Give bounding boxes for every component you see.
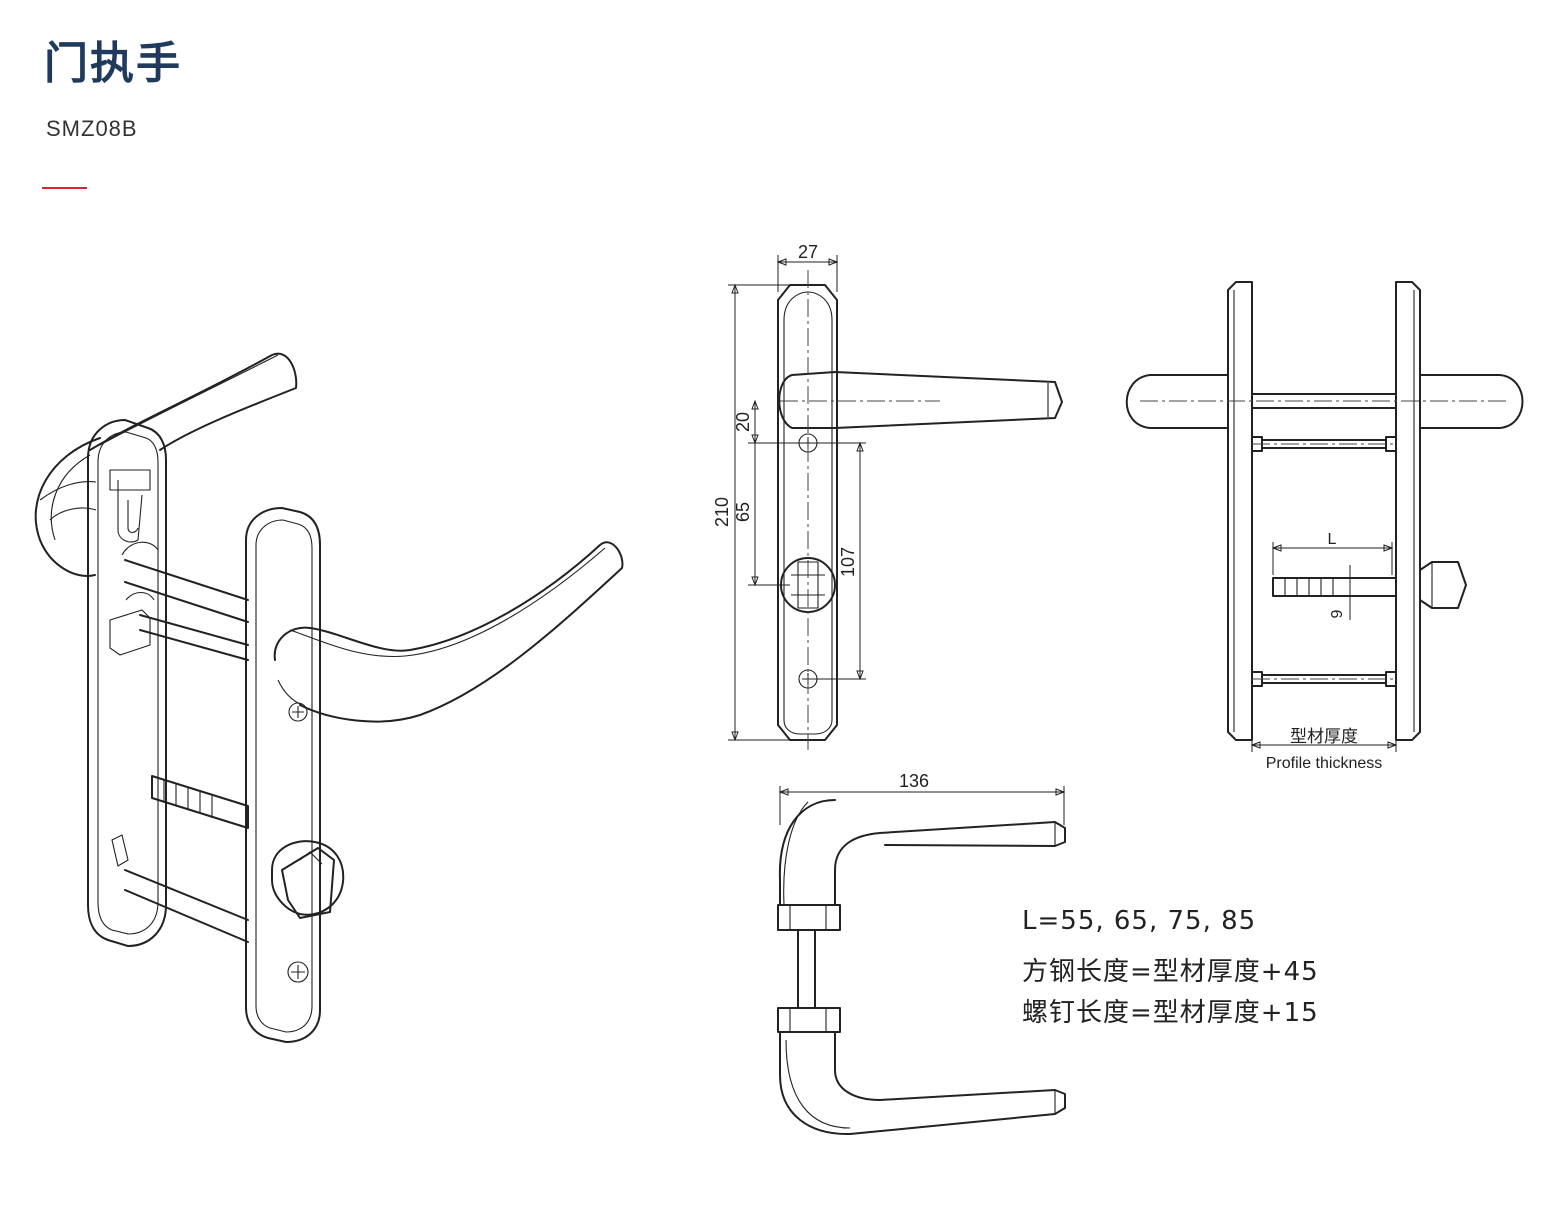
dim-label-L: L [1328, 531, 1337, 548]
dim-label-20: 20 [733, 412, 753, 432]
spec-line-spindle: 方钢长度=型材厚度+45 [1022, 957, 1319, 987]
front-elevation-view: 27 210 20 65 107 [712, 242, 1063, 750]
dim-label-107: 107 [838, 547, 858, 577]
spec-line-screw: 螺钉长度=型材厚度+15 [1022, 998, 1319, 1028]
page-title: 门执手 [44, 38, 182, 89]
profile-thickness-en: Profile thickness [1266, 755, 1383, 772]
dim-label-65: 65 [733, 502, 753, 522]
dim-label-136: 136 [899, 771, 929, 791]
model-number: SMZ08B [46, 116, 138, 141]
dim-label-210: 210 [712, 497, 732, 527]
isometric-handle-view [34, 352, 624, 1043]
dim-label-9: 9 [1329, 609, 1346, 618]
profile-thickness-cn: 型材厚度 [1290, 727, 1358, 746]
side-section-view: L 9 型材厚度 Profile thickness [1125, 281, 1524, 772]
spec-line-L: L=55, 65, 75, 85 [1022, 906, 1257, 936]
dim-label-27: 27 [798, 242, 818, 262]
accent-divider [42, 187, 87, 189]
bottom-profile-view: 136 [777, 771, 1066, 1136]
